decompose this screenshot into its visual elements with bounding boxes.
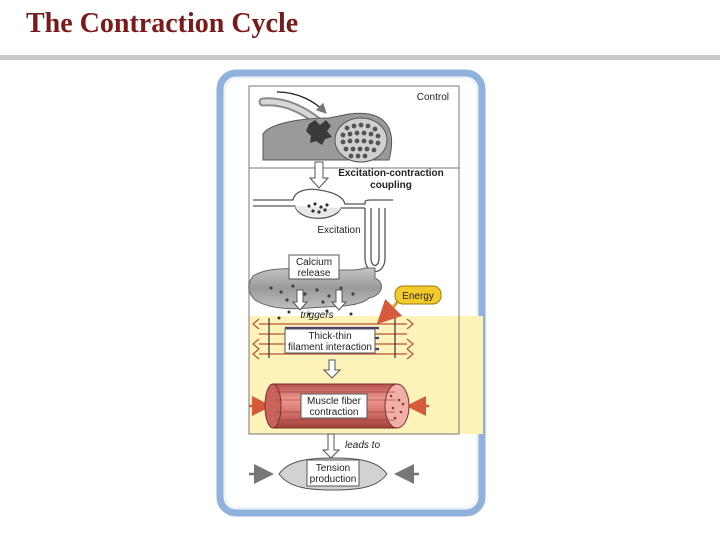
contraction-cycle-diagram: Control Excitation-contraction coupling … — [216, 69, 486, 517]
muscle-fiber-label-line2: contraction — [310, 407, 359, 418]
ecc-label-line2: coupling — [370, 180, 412, 191]
calcium-label-line2: release — [298, 268, 331, 279]
thick-thin-label-line1: Thick-thin — [308, 331, 351, 342]
calcium-release-box — [288, 254, 340, 280]
energy-label: Energy — [402, 291, 434, 302]
myofibril-dots — [340, 122, 381, 159]
slide-title: The Contraction Cycle — [26, 8, 299, 39]
triggers-label: triggers — [300, 310, 333, 321]
calcium-arrow-right — [330, 289, 348, 311]
thick-thin-label-line2: filament interaction — [288, 342, 372, 353]
synapse-illustration — [253, 188, 393, 273]
coupling-panel — [248, 167, 460, 435]
muscle-fiber-box — [300, 393, 368, 419]
muscle-fiber-label-line1: Muscle fiber — [307, 396, 362, 407]
control-label: Control — [417, 92, 449, 103]
leads-to-label: leads to — [345, 440, 380, 451]
tension-label-line1: Tension — [316, 463, 350, 474]
control-down-arrow — [308, 161, 330, 189]
excitation-label: Excitation — [317, 225, 360, 236]
calcium-label-line1: Calcium — [296, 257, 332, 268]
ecc-label-line1: Excitation-contraction — [338, 168, 444, 179]
thick-thin-box — [284, 328, 376, 354]
filament-down-arrow — [322, 359, 342, 379]
tension-label-line2: production — [310, 474, 357, 485]
tension-box — [306, 459, 360, 487]
calcium-arrow-left — [291, 289, 309, 311]
calcium-ions — [277, 309, 353, 320]
motor-end-plate — [306, 120, 332, 145]
title-divider — [0, 55, 720, 60]
energy-box — [394, 285, 442, 305]
contraction-cycle-figure: Control Excitation-contraction coupling … — [209, 62, 493, 518]
leads-to-arrow — [321, 433, 341, 459]
